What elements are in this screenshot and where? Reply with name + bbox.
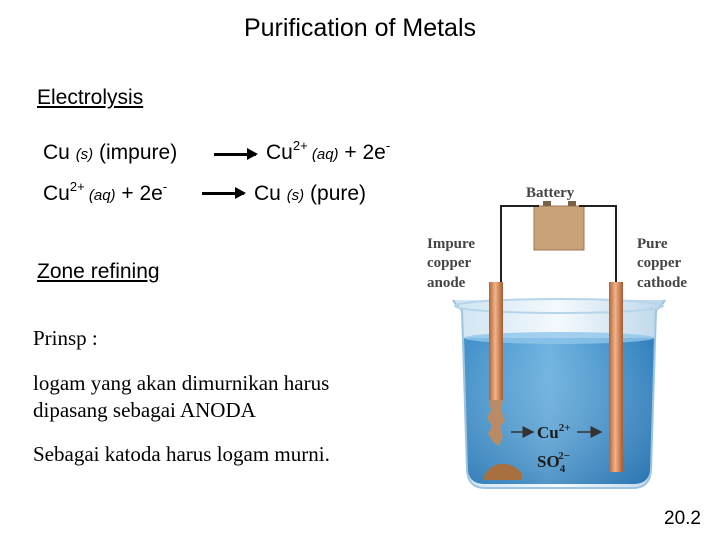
cathode-label: Pure copper cathode <box>637 236 687 291</box>
eq1-right-main: Cu <box>266 141 293 164</box>
equation-1-left: Cu (s) (impure) <box>43 141 177 165</box>
principle-line-1: logam yang akan dimurnikan harus <box>33 371 330 395</box>
eq1-left-state: (s) <box>75 146 94 163</box>
page-number: 20.2 <box>664 508 701 529</box>
eq2-right-state: (s) <box>286 187 305 204</box>
equation-1-right: Cu2+ (aq) + 2e- <box>266 138 391 165</box>
eq1-right-tail: + 2e <box>338 141 386 164</box>
copper-ion-label: Cu2+ <box>537 422 571 442</box>
pure-copper-cathode <box>609 282 623 472</box>
sulfate-ion-label: SO42− <box>537 450 570 475</box>
svg-text:copper: copper <box>637 255 682 271</box>
cathode-wire <box>579 205 617 282</box>
svg-text:copper: copper <box>427 255 472 271</box>
eq2-left-state: (aq) <box>84 187 116 204</box>
eq2-left-tail: + 2e <box>115 182 163 205</box>
page-title: Purification of Metals <box>243 14 477 42</box>
eq1-left-note: (impure) <box>93 141 178 164</box>
eq2-left-tail-sup: - <box>162 179 168 194</box>
principle-line-3: Sebagai katoda harus logam murni. <box>33 442 330 466</box>
principle-line-2: dipasang sebagai ANODA <box>33 398 256 422</box>
eq2-right-note: (pure) <box>304 182 367 205</box>
equation-2-arrow <box>202 187 246 199</box>
principle-label: Prinsp : <box>33 326 98 350</box>
eq1-left-main: Cu <box>43 141 76 164</box>
eq1-right-sup: 2+ <box>292 138 308 153</box>
equation-2-right: Cu (s) (pure) <box>254 182 366 206</box>
svg-text:anode: anode <box>427 275 466 291</box>
eq2-left-sup: 2+ <box>69 179 85 194</box>
zone-refining-heading: Zone refining <box>37 260 160 283</box>
eq2-right-main: Cu <box>254 182 287 205</box>
impure-copper-anode <box>489 282 503 400</box>
svg-text:Pure: Pure <box>637 236 668 252</box>
svg-text:Impure: Impure <box>427 236 475 252</box>
electrolytic-cell-diagram: Battery Impure copper anode Pure copper … <box>427 185 687 489</box>
anode-wire <box>500 205 539 282</box>
battery <box>533 205 585 251</box>
anode-mud <box>483 463 523 480</box>
eq2-left-main: Cu <box>43 182 70 205</box>
equation-1-arrow <box>214 148 258 160</box>
electrolysis-heading: Electrolysis <box>37 86 144 109</box>
eq1-right-tail-sup: - <box>385 138 391 153</box>
equation-2-left: Cu2+ (aq) + 2e- <box>43 179 168 206</box>
battery-label: Battery <box>526 185 575 201</box>
anode-label: Impure copper anode <box>427 236 475 291</box>
eq1-right-state: (aq) <box>307 146 339 163</box>
svg-text:cathode: cathode <box>637 275 687 291</box>
